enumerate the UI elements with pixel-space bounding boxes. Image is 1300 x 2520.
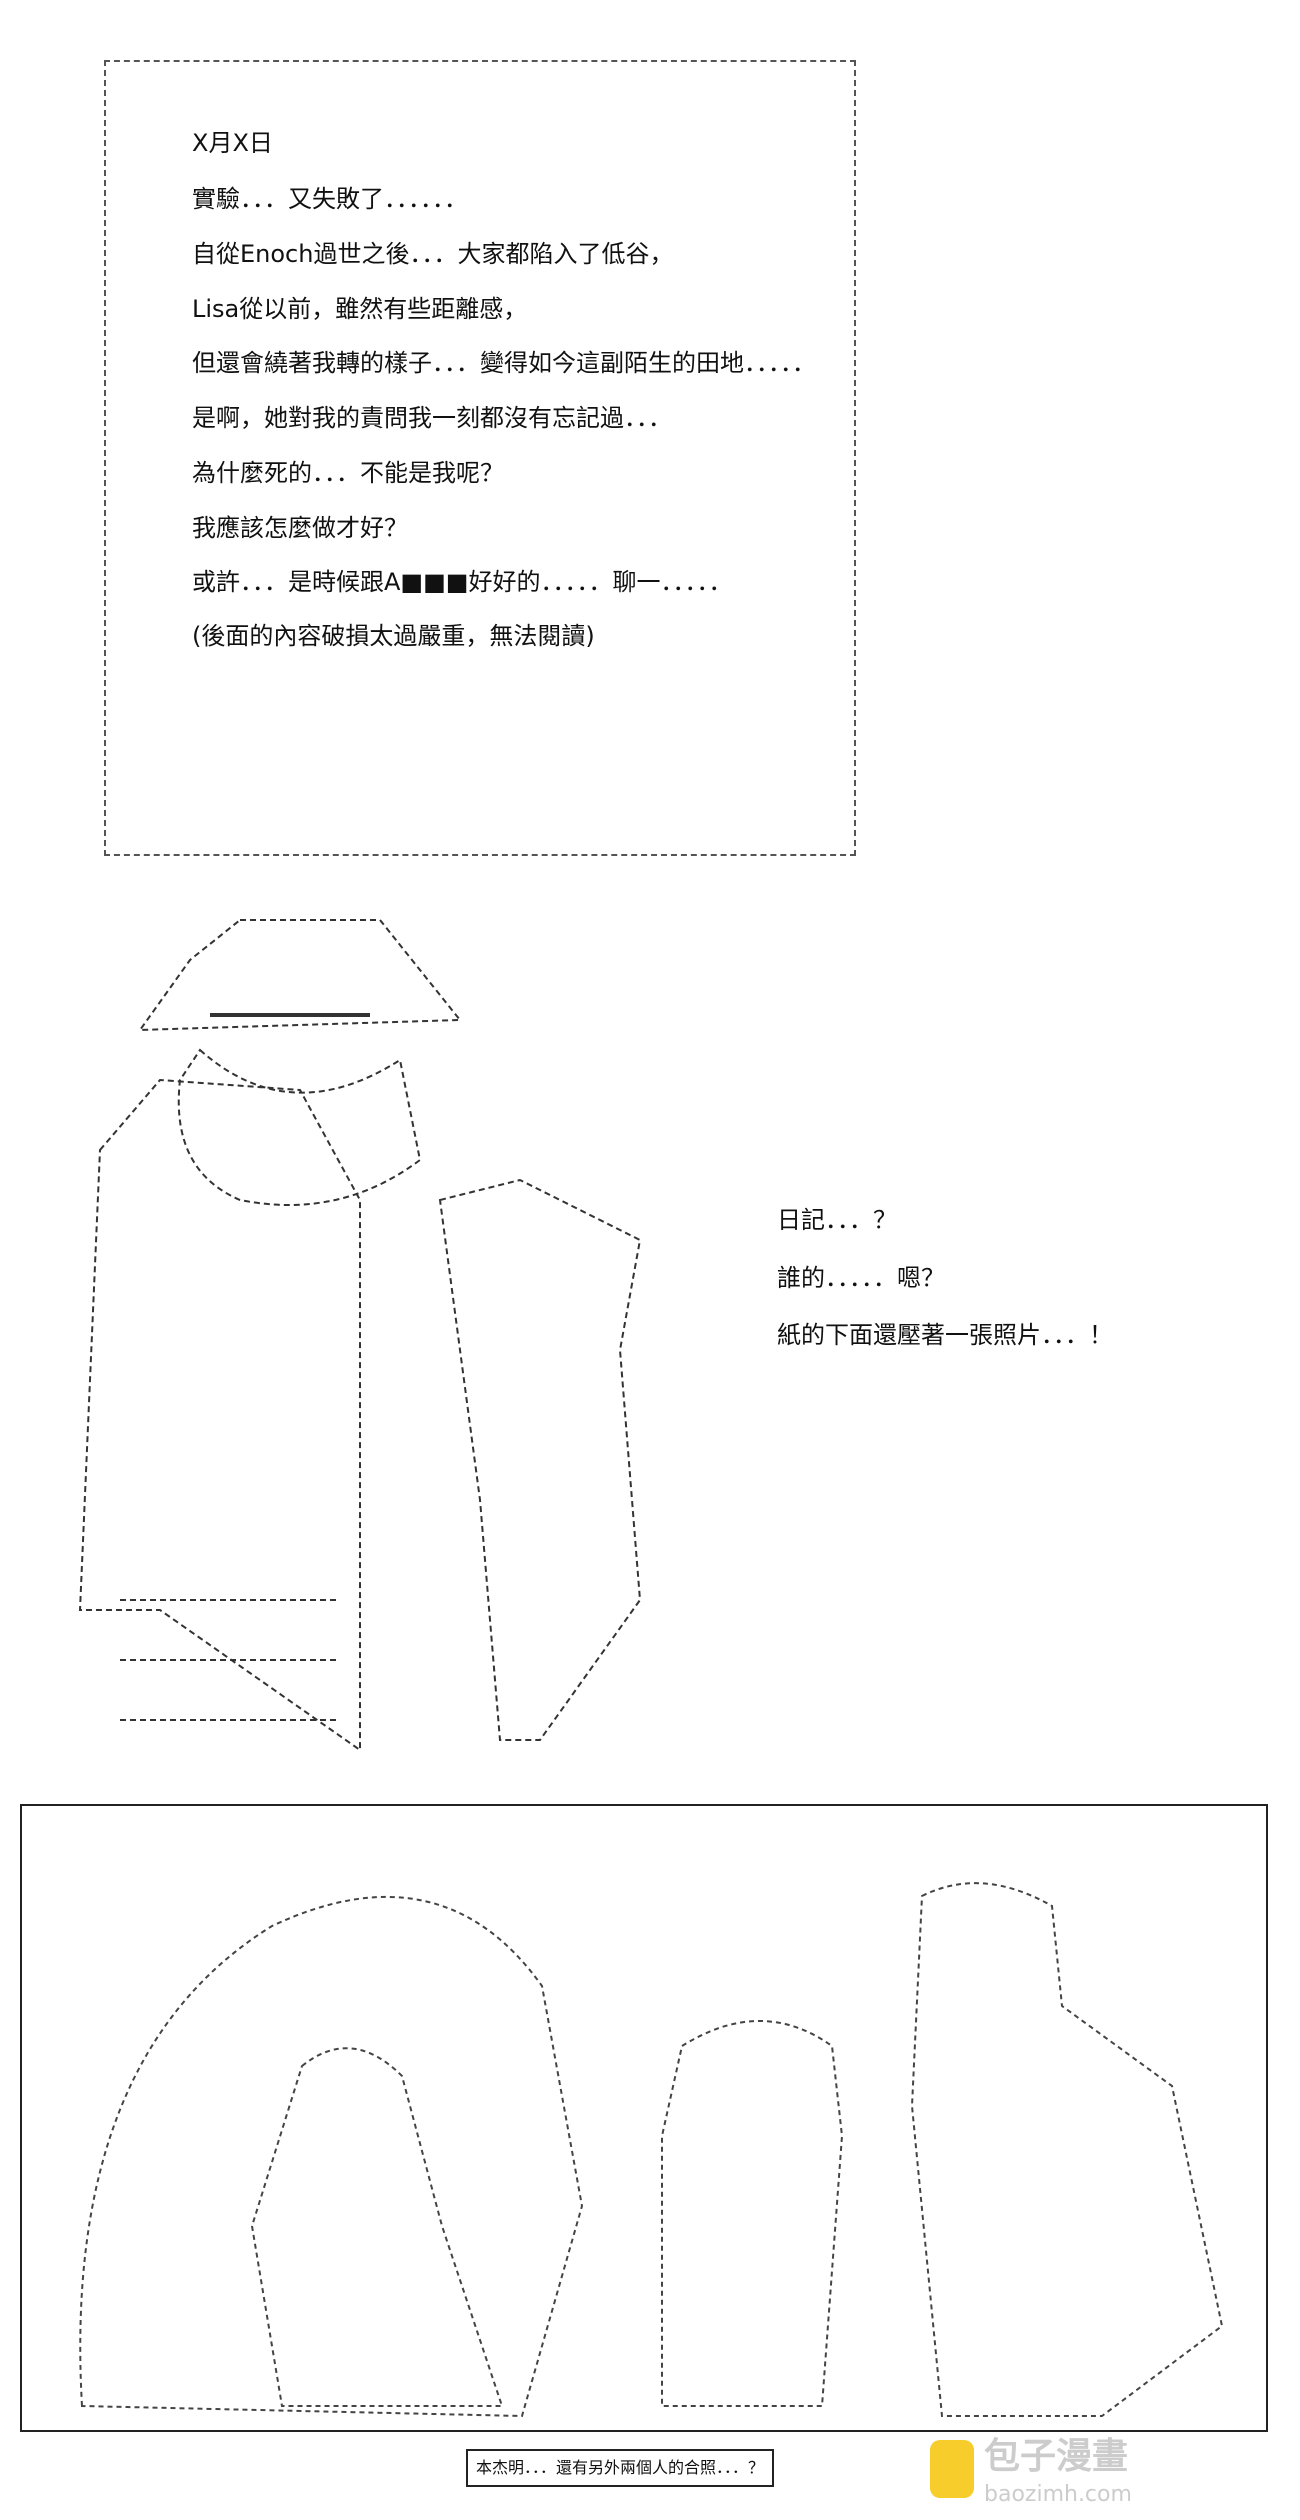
diary-date: X月X日 bbox=[192, 129, 273, 157]
diary-line: (後面的內容破損太過嚴重，無法閱讀) bbox=[192, 622, 595, 650]
ascii-art-character-reading bbox=[78, 919, 642, 1752]
diary-line: 實驗．．．又失敗了．．．．．． bbox=[192, 185, 468, 213]
watermark-url: baozimh.com bbox=[984, 2482, 1132, 2507]
photo-caption: 本杰明．．．還有另外兩個人的合照．．．？ bbox=[466, 2449, 775, 2487]
ascii-art-group-photo bbox=[79, 1882, 1224, 2418]
diary-line: 自從Enoch過世之後．．．大家都陷入了低谷， bbox=[192, 240, 674, 268]
monologue-line: 誰的．．．．．嗯？ bbox=[777, 1264, 945, 1292]
diary-line: 我應該怎麼做才好？ bbox=[192, 514, 408, 542]
diary-line: 或許．．．是時候跟A■■■好好的．．．．．聊一．．．．． bbox=[192, 568, 733, 596]
baozi-logo-icon bbox=[930, 2440, 974, 2498]
diary-line: Lisa從以前，雖然有些距離感， bbox=[192, 295, 528, 323]
diary-line: 為什麼死的．．．不能是我呢？ bbox=[192, 459, 504, 487]
watermark-title: 包子漫畫 bbox=[984, 2436, 1129, 2477]
diary-line: 但還會繞著我轉的樣子．．．變得如今這副陌生的田地．．．．． bbox=[192, 349, 816, 377]
monologue-line: 日記．．．？ bbox=[777, 1206, 897, 1234]
photo-panel bbox=[20, 1804, 1268, 2432]
diary-line: 是啊，她對我的責問我一刻都沒有忘記過．．． bbox=[192, 404, 672, 432]
diary-page: X月X日 實驗．．．又失敗了．．．．．． 自從Enoch過世之後．．．大家都陷入… bbox=[104, 60, 856, 856]
monologue-line: 紙的下面還壓著一張照片．．．！ bbox=[777, 1321, 1113, 1349]
